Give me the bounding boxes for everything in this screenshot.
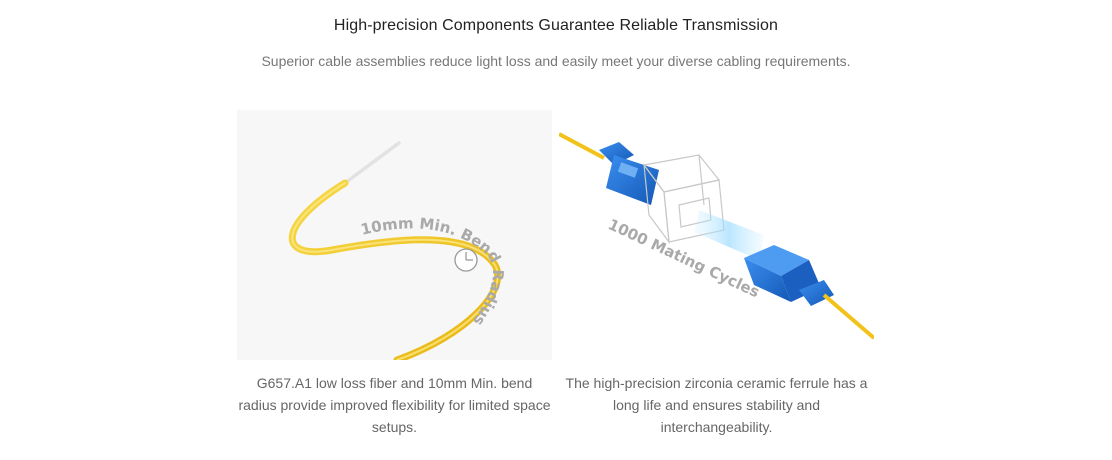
adapter: [642, 154, 725, 245]
light-beam: [694, 210, 764, 260]
yellow-fiber-right: [822, 293, 874, 340]
section-subtitle: Superior cable assemblies reduce light l…: [261, 53, 851, 69]
clock-icon: [454, 248, 478, 272]
bend-radius-label: 10mm Min. Bend Radius: [359, 214, 507, 329]
section-title: High-precision Components Guarantee Reli…: [333, 17, 779, 34]
yellow-fiber-left: [559, 132, 605, 160]
ferrule-caption: The high-precision zirconia ceramic ferr…: [565, 375, 868, 435]
mating-cycles-image: 1000 Mating Cycles: [559, 110, 874, 360]
bend-radius-caption: G657.A1 low loss fiber and 10mm Min. ben…: [238, 375, 551, 435]
bend-radius-image: 10mm Min. Bend Radius: [237, 110, 552, 360]
sc-connector-right: [744, 245, 834, 306]
bare-fiber: [343, 141, 401, 185]
